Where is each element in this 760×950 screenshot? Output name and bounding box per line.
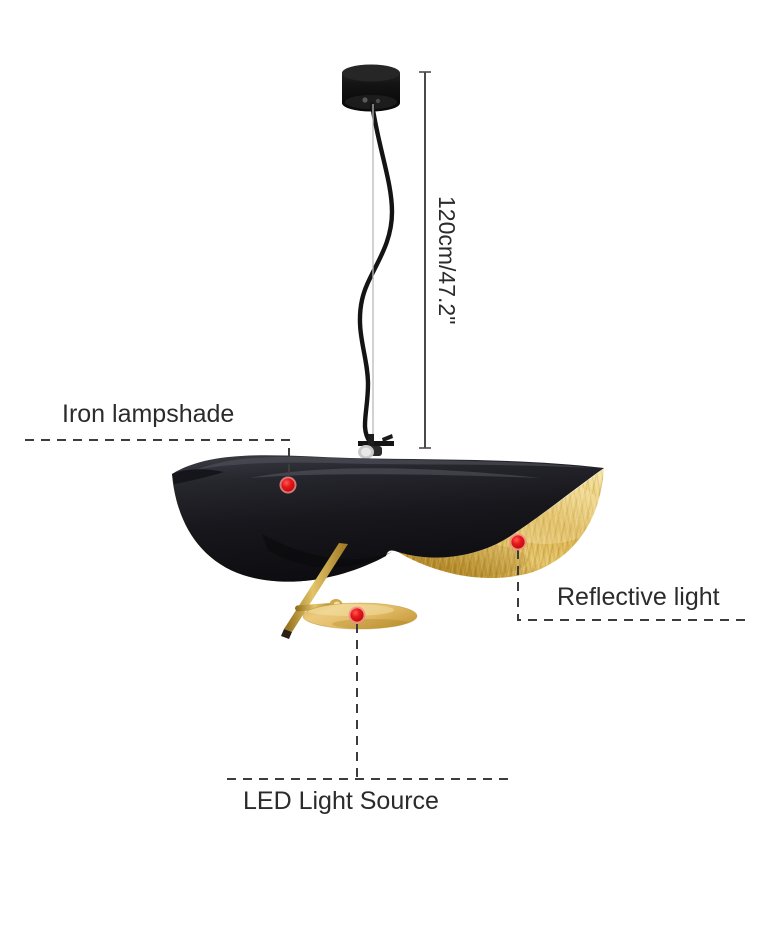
callout-label-led-light-source: LED Light Source [243,787,439,815]
marker-reflective-light[interactable] [509,533,527,551]
dimension-line [419,71,431,449]
marker-led-light-source[interactable] [348,606,366,624]
callout-label-reflective-light: Reflective light [557,583,720,611]
callout-iron-lampshade [25,439,297,494]
callout-label-iron-lampshade: Iron lampshade [62,400,235,428]
shade-top-highlight [196,456,592,470]
callout-led-light-source [227,606,515,780]
shade-mount-bracket [358,434,394,459]
dimension-label: 120cm/47.2" [434,196,460,325]
callout-iron-lampshade-leader [25,439,290,478]
marker-iron-lampshade[interactable] [279,476,297,494]
callout-reflective-light-leader [517,550,745,621]
power-cord [357,101,395,445]
shade-lower-shade [262,534,392,568]
dimension-label-wrap: 120cm/47.2" [434,196,464,324]
saucer-lampshade [172,455,604,582]
callout-reflective-light [509,533,745,621]
ceiling-canopy [342,64,400,112]
shade-sheen [250,468,540,478]
shade-left-tip [172,469,224,484]
